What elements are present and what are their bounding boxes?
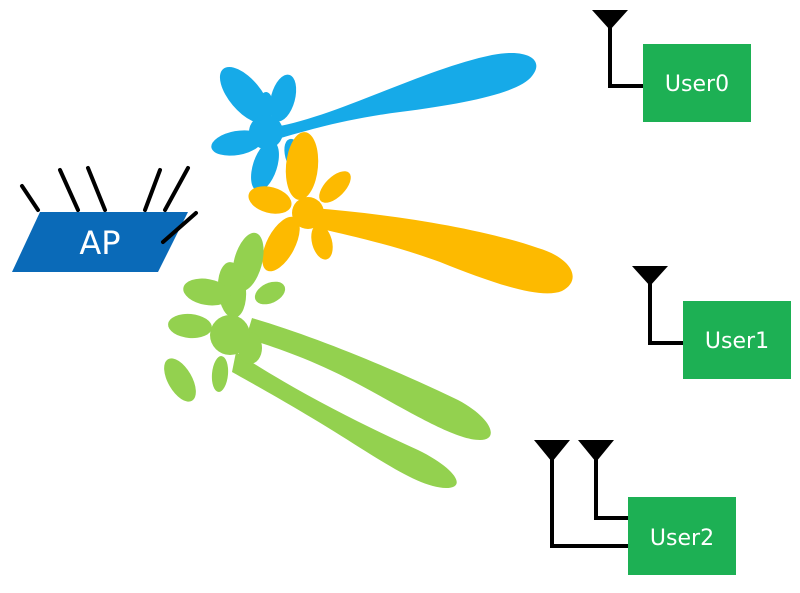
- user1: User1: [632, 266, 791, 379]
- ap-antennas: [20, 166, 190, 212]
- antenna-icon: [578, 440, 614, 462]
- ap-antenna: [20, 184, 40, 212]
- antenna-icon: [534, 440, 570, 462]
- beam-user1-side-lobe: [311, 224, 333, 260]
- beam-user0: [211, 52, 537, 192]
- user2-label: User2: [650, 526, 714, 551]
- beam-user2-main-lobe: [232, 352, 457, 488]
- beam-user2-side-lobe: [168, 313, 212, 339]
- beam-user1-side-lobe: [262, 216, 300, 272]
- beam-user2-main-lobe: [246, 318, 491, 440]
- user0-label: User0: [665, 72, 729, 97]
- beam-user2-side-lobe: [211, 356, 229, 392]
- beam-user1-core: [292, 197, 324, 229]
- beam-user0-side-lobe: [269, 74, 297, 122]
- user0: User0: [592, 10, 751, 122]
- ap-body: [12, 212, 188, 272]
- user2: User2: [534, 440, 736, 575]
- access-point: AP: [12, 166, 198, 272]
- ap-antenna: [86, 166, 107, 212]
- beam-user0-main-lobe: [268, 52, 537, 142]
- user2-box: [628, 497, 736, 575]
- beam-user0-core: [249, 115, 283, 149]
- beam-user1: [248, 132, 573, 294]
- beam-user1-main-lobe: [310, 208, 573, 294]
- antenna-icon: [592, 10, 628, 30]
- beam-user2-side-lobe: [254, 281, 286, 305]
- antenna-icon: [632, 266, 668, 286]
- beam-user1-side-lobe: [248, 186, 292, 214]
- user0-box: [643, 44, 751, 122]
- beam-user2-core: [210, 315, 250, 355]
- user1-label: User1: [705, 329, 769, 354]
- beam-user1-side-lobe: [285, 132, 319, 200]
- ap-label: AP: [79, 224, 120, 262]
- ap-antenna: [143, 168, 162, 212]
- ap-antenna: [161, 211, 198, 244]
- beam-user2: [164, 232, 491, 488]
- beam-user0-side-lobe: [251, 140, 279, 192]
- beam-user2-side-lobe: [217, 262, 247, 318]
- beam-user1-side-lobe: [319, 171, 351, 203]
- ap-antenna: [58, 168, 80, 212]
- beam-user2-side-lobe: [164, 358, 196, 402]
- user1-box: [683, 301, 791, 379]
- beam-user2-side-lobe: [183, 278, 231, 306]
- ap-antenna: [163, 166, 190, 212]
